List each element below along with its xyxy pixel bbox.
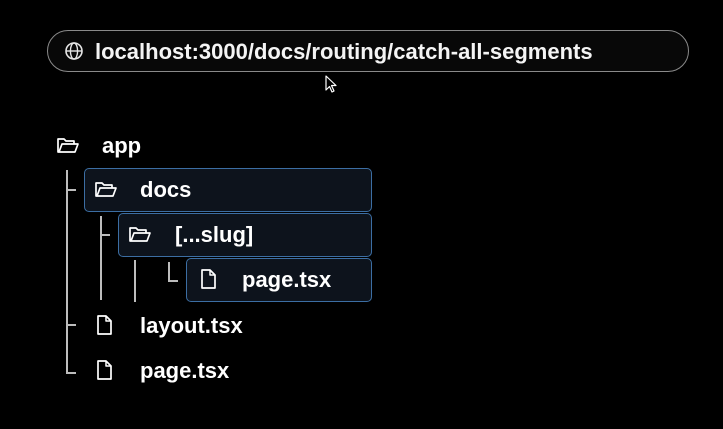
- tree-item-label: page.tsx: [242, 267, 332, 292]
- tree-guide-line: [100, 234, 110, 236]
- file-icon: [97, 360, 112, 380]
- globe-icon: [65, 42, 83, 60]
- mouse-cursor-icon: [325, 75, 337, 93]
- tree-item-label: [...slug]: [175, 222, 254, 247]
- docs-highlight-box: [84, 168, 372, 212]
- slug-highlight-box: [118, 213, 372, 257]
- file-icon: [97, 315, 112, 335]
- url-bar[interactable]: localhost:3000/docs/routing/catch-all-se…: [47, 30, 689, 72]
- tree-item-label: page.tsx: [140, 358, 230, 383]
- tree-guide-line: [66, 324, 76, 326]
- tree-guide-line: [100, 216, 102, 300]
- tree-guide-line: [66, 372, 76, 374]
- tree-guide-line: [66, 189, 76, 191]
- tree-guide-line: [168, 262, 170, 282]
- folder-open-icon: [95, 182, 117, 197]
- tree-item-label: layout.tsx: [140, 313, 243, 338]
- folder-open-icon: [129, 227, 151, 242]
- slug-page-highlight-box: [186, 258, 372, 302]
- tree-guide-line: [134, 260, 136, 302]
- folder-open-icon: [57, 138, 79, 153]
- file-icon: [201, 269, 216, 289]
- tree-guide-line: [66, 170, 68, 374]
- tree-item-label: docs: [140, 177, 192, 202]
- url-text: localhost:3000/docs/routing/catch-all-se…: [95, 39, 593, 64]
- tree-item-label: app: [102, 133, 142, 158]
- tree-guide-line: [168, 280, 178, 282]
